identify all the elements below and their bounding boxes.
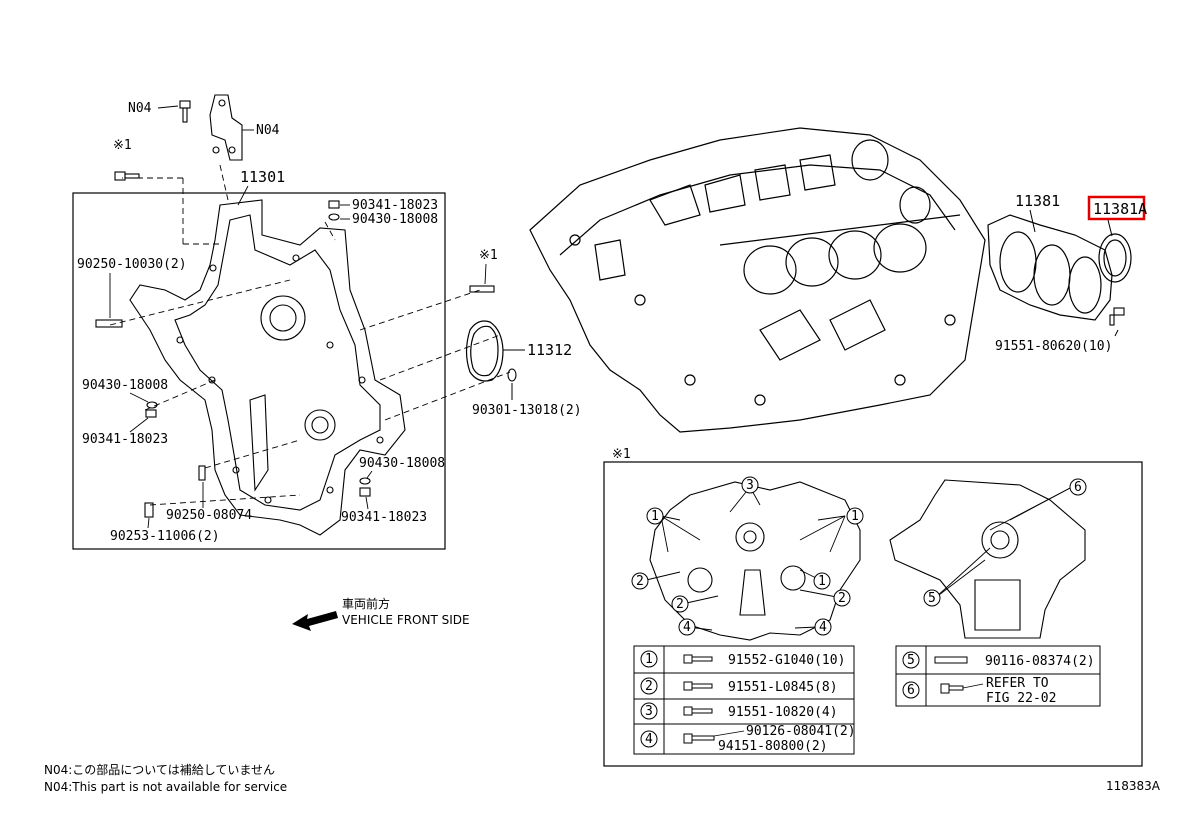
detail-cover-left xyxy=(649,481,861,641)
label-11381a: 11381A xyxy=(1093,200,1147,218)
legend-left-circles xyxy=(640,650,658,748)
legend-part-6a: REFER TO xyxy=(986,676,1049,691)
oil-seal-11381a xyxy=(1098,233,1132,283)
callout-6: 6 xyxy=(1074,480,1082,495)
label-90253-11006: 90253-11006(2) xyxy=(110,529,220,544)
rear-retainer-11381 xyxy=(987,214,1113,321)
note-jp: N04:この部品については補給していません xyxy=(44,762,275,777)
label-90250-08074: 90250-08074 xyxy=(166,508,252,523)
legend-part-2: 91551-L0845(8) xyxy=(728,680,838,695)
figure-id: 118383A xyxy=(1106,779,1161,793)
note-en: N04:This part is not available for servi… xyxy=(44,780,287,794)
legend-part-1: 91552-G1040(10) xyxy=(728,653,845,668)
legend-num-3: 3 xyxy=(645,704,653,719)
label-90250-10030: 90250-10030(2) xyxy=(77,257,187,272)
label-mark1-stud: ※1 xyxy=(479,248,498,263)
part-labels: N04 N04 ※1 11301 90341-18023 90430-18008… xyxy=(77,101,1147,544)
label-90341-18023-a: 90341-18023 xyxy=(352,198,438,213)
label-11301: 11301 xyxy=(240,168,285,186)
callout-1b: 1 xyxy=(851,509,859,524)
solid-leaders xyxy=(503,209,1119,400)
engine-block xyxy=(529,127,986,433)
legend-right-text: 5 90116-08374(2) 6 REFER TO FIG 22-02 xyxy=(907,653,1095,706)
label-mark1-bolt: ※1 xyxy=(113,138,132,153)
legend-6-leader xyxy=(962,683,984,689)
legend-4-leader xyxy=(713,730,745,737)
callout-4b: 4 xyxy=(819,620,827,635)
label-11312: 11312 xyxy=(527,341,572,359)
label-90430-18008-b: 90430-18008 xyxy=(82,378,168,393)
callout-5: 5 xyxy=(928,591,936,606)
direction-en: VEHICLE FRONT SIDE xyxy=(342,613,470,627)
callout-2b: 2 xyxy=(676,597,684,612)
legend-left-text: 1 91552-G1040(10) 2 91551-L0845(8) 3 915… xyxy=(645,652,856,754)
label-n04-bolt: N04 xyxy=(128,101,152,116)
detail-frame xyxy=(603,461,1143,767)
stud-90250-10030 xyxy=(95,319,123,328)
detail-cover-right xyxy=(889,479,1086,639)
callout-numbers: 1 1 3 2 1 2 2 4 4 6 5 xyxy=(636,478,1082,635)
bracket-n04 xyxy=(209,94,243,161)
label-11381: 11381 xyxy=(1015,192,1060,210)
timing-cover-frame xyxy=(72,192,446,550)
callout-1c: 1 xyxy=(818,574,826,589)
callout-2c: 2 xyxy=(838,591,846,606)
nuts-and-washers xyxy=(144,200,371,518)
direction-jp: 車両前方 xyxy=(342,596,390,611)
label-90430-18008-c: 90430-18008 xyxy=(359,456,445,471)
callout-circles xyxy=(631,476,1087,636)
callout-2a: 2 xyxy=(636,574,644,589)
callout-4a: 4 xyxy=(683,620,691,635)
label-90430-18008-a: 90430-18008 xyxy=(352,212,438,227)
bolt-mark1 xyxy=(114,171,140,181)
timing-cover xyxy=(129,199,406,536)
bolt-91551-80620 xyxy=(1109,307,1125,326)
bolt-n04 xyxy=(179,100,191,123)
legend-part-3: 91551-10820(4) xyxy=(728,705,838,720)
highlight-box xyxy=(1087,195,1146,221)
label-91551-80620: 91551-80620(10) xyxy=(995,339,1112,354)
label-n04-bracket: N04 xyxy=(256,123,280,138)
stud-mark1 xyxy=(469,285,495,293)
legend-right-circles xyxy=(902,651,920,699)
legend-left-bolts xyxy=(683,654,715,744)
legend-right-bolts xyxy=(934,656,968,694)
legend-num-1: 1 xyxy=(645,652,653,667)
legend-part-5: 90116-08374(2) xyxy=(985,654,1095,669)
front-direction-arrow-icon xyxy=(292,611,338,631)
legend-table-right xyxy=(895,645,1101,707)
o-ring-90301 xyxy=(507,368,517,382)
callout-3: 3 xyxy=(746,478,754,493)
legend-num-4: 4 xyxy=(645,732,653,747)
legend-part-4a: 90126-08041(2) xyxy=(746,724,856,739)
legend-part-4b: 94151-80800(2) xyxy=(718,739,828,754)
label-mark1-detail: ※1 xyxy=(612,447,631,462)
legend-table-left xyxy=(633,645,855,755)
legend-part-6b: FIG 22-02 xyxy=(986,691,1056,706)
legend-num-6: 6 xyxy=(907,683,915,698)
legend-num-5: 5 xyxy=(907,653,915,668)
label-90301-13018: 90301-13018(2) xyxy=(472,403,582,418)
callout-1a: 1 xyxy=(651,509,659,524)
leader-lines xyxy=(109,164,511,506)
legend-num-2: 2 xyxy=(645,679,653,694)
label-90341-18023-c: 90341-18023 xyxy=(341,510,427,525)
gasket-11312 xyxy=(465,320,504,382)
label-90341-18023-b: 90341-18023 xyxy=(82,432,168,447)
